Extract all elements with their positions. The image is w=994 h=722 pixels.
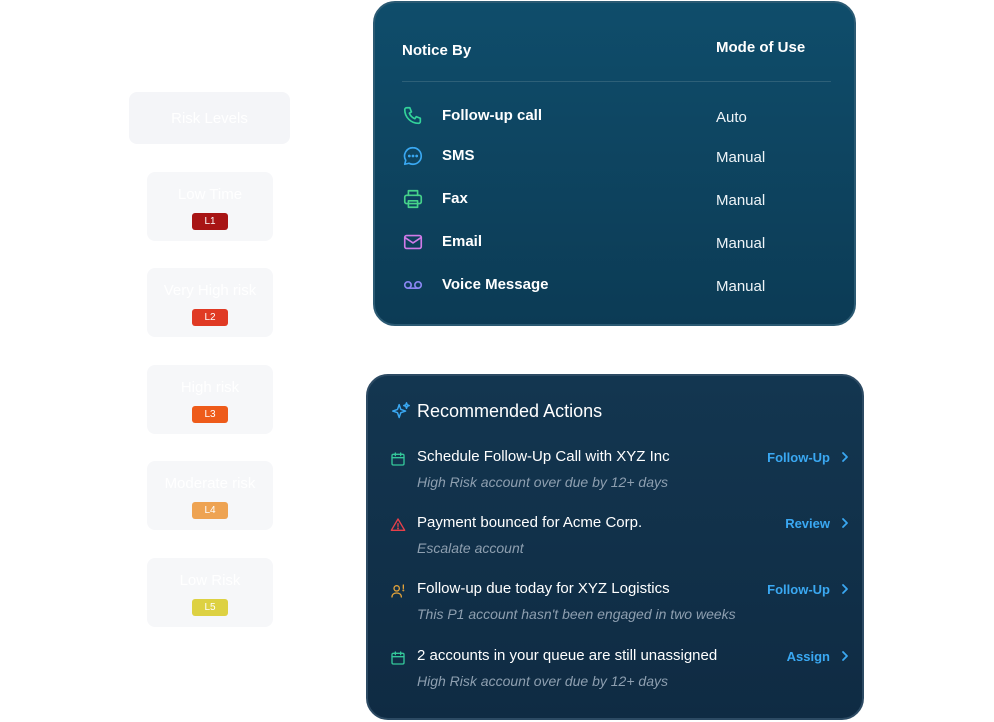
notice-row-follow-up-call[interactable]: Follow-up call Auto <box>402 103 831 129</box>
notice-by-header: Notice By <box>402 42 472 59</box>
recommended-actions-title: Recommended Actions <box>417 401 603 421</box>
risk-level-badge: L4 <box>192 502 228 519</box>
recommended-action-item: Follow-up due today for XYZ Logistics Th… <box>390 579 850 635</box>
recommended-action-item: 2 accounts in your queue are still unass… <box>390 646 850 702</box>
risk-level-name: Low Time <box>177 186 243 203</box>
action-title: Schedule Follow-Up Call with XYZ Inc <box>417 448 670 465</box>
risk-level-card-l1[interactable]: Low Time L1 <box>147 172 273 241</box>
recommended-action-item: Schedule Follow-Up Call with XYZ Inc Hig… <box>390 447 850 503</box>
notice-mode-value: Manual <box>716 278 766 295</box>
notice-mode-value: Manual <box>716 192 766 209</box>
follow-up-button[interactable]: Follow-Up <box>767 447 850 467</box>
notice-card: Notice By Mode of Use Follow-up call Aut… <box>373 1 856 326</box>
chat-bubble-icon <box>403 146 422 166</box>
risk-levels-header: Risk Levels <box>129 92 290 144</box>
header-divider <box>402 81 831 82</box>
phone-icon <box>403 106 422 125</box>
risk-level-name: Very High risk <box>163 282 257 299</box>
calendar-icon <box>391 651 405 665</box>
action-subtitle: High Risk account over due by 12+ days <box>417 474 668 490</box>
notice-method-label: Fax <box>442 190 468 207</box>
risk-level-badge: L5 <box>192 599 228 616</box>
notice-row-email[interactable]: Email Manual <box>402 229 831 255</box>
notice-method-label: Follow-up call <box>442 107 542 124</box>
mode-of-use-header: Mode of Use <box>716 39 806 56</box>
notice-method-label: SMS <box>442 147 475 164</box>
action-subtitle: High Risk account over due by 12+ days <box>417 673 668 689</box>
action-label: Review <box>785 515 830 531</box>
risk-level-card-l5[interactable]: Low Risk L5 <box>147 558 273 627</box>
risk-level-card-l4[interactable]: Moderate risk L4 <box>147 461 273 530</box>
risk-levels-title: Risk Levels <box>171 109 248 127</box>
notice-row-fax[interactable]: Fax Manual <box>402 186 831 212</box>
chevron-right-icon <box>842 584 848 594</box>
review-button[interactable]: Review <box>785 513 850 533</box>
action-label: Follow-Up <box>767 581 830 597</box>
risk-level-name: High risk <box>180 379 240 396</box>
notice-row-sms[interactable]: SMS Manual <box>402 143 831 169</box>
chevron-right-icon <box>842 518 848 528</box>
calendar-icon <box>391 452 405 466</box>
chevron-right-icon <box>842 651 848 661</box>
action-subtitle: This P1 account hasn't been engaged in t… <box>417 606 736 622</box>
risk-level-name: Moderate risk <box>164 475 256 492</box>
voicemail-icon <box>403 280 423 290</box>
action-label: Assign <box>786 648 830 664</box>
notice-mode-value: Manual <box>716 149 766 166</box>
action-subtitle: Escalate account <box>417 540 524 556</box>
assign-button[interactable]: Assign <box>787 646 850 666</box>
action-title: Payment bounced for Acme Corp. <box>417 514 643 531</box>
notice-mode-value: Auto <box>716 109 747 126</box>
recommended-actions-card: Recommended Actions Schedule Follow-Up C… <box>366 374 864 720</box>
recommended-action-item: Payment bounced for Acme Corp. Escalate … <box>390 513 850 569</box>
sparkle-icon <box>392 402 410 419</box>
risk-level-badge: L1 <box>192 213 228 230</box>
follow-up-button[interactable]: Follow-Up <box>767 579 850 599</box>
risk-level-badge: L2 <box>192 309 228 326</box>
notice-method-label: Voice Message <box>442 276 549 293</box>
notice-row-voice-message[interactable]: Voice Message Manual <box>402 272 831 298</box>
warning-icon <box>390 518 406 531</box>
risk-level-name: Low Risk <box>179 572 241 589</box>
risk-level-card-l2[interactable]: Very High risk L2 <box>147 268 273 337</box>
user-alert-icon <box>391 584 405 598</box>
action-title: 2 accounts in your queue are still unass… <box>417 647 718 664</box>
printer-icon <box>403 189 423 209</box>
notice-method-label: Email <box>442 233 483 250</box>
chevron-right-icon <box>842 452 848 462</box>
risk-level-card-l3[interactable]: High risk L3 <box>147 365 273 434</box>
risk-level-badge: L3 <box>192 406 228 423</box>
action-title: Follow-up due today for XYZ Logistics <box>417 580 670 597</box>
action-label: Follow-Up <box>767 449 830 465</box>
envelope-icon <box>403 234 423 250</box>
notice-mode-value: Manual <box>716 235 766 252</box>
